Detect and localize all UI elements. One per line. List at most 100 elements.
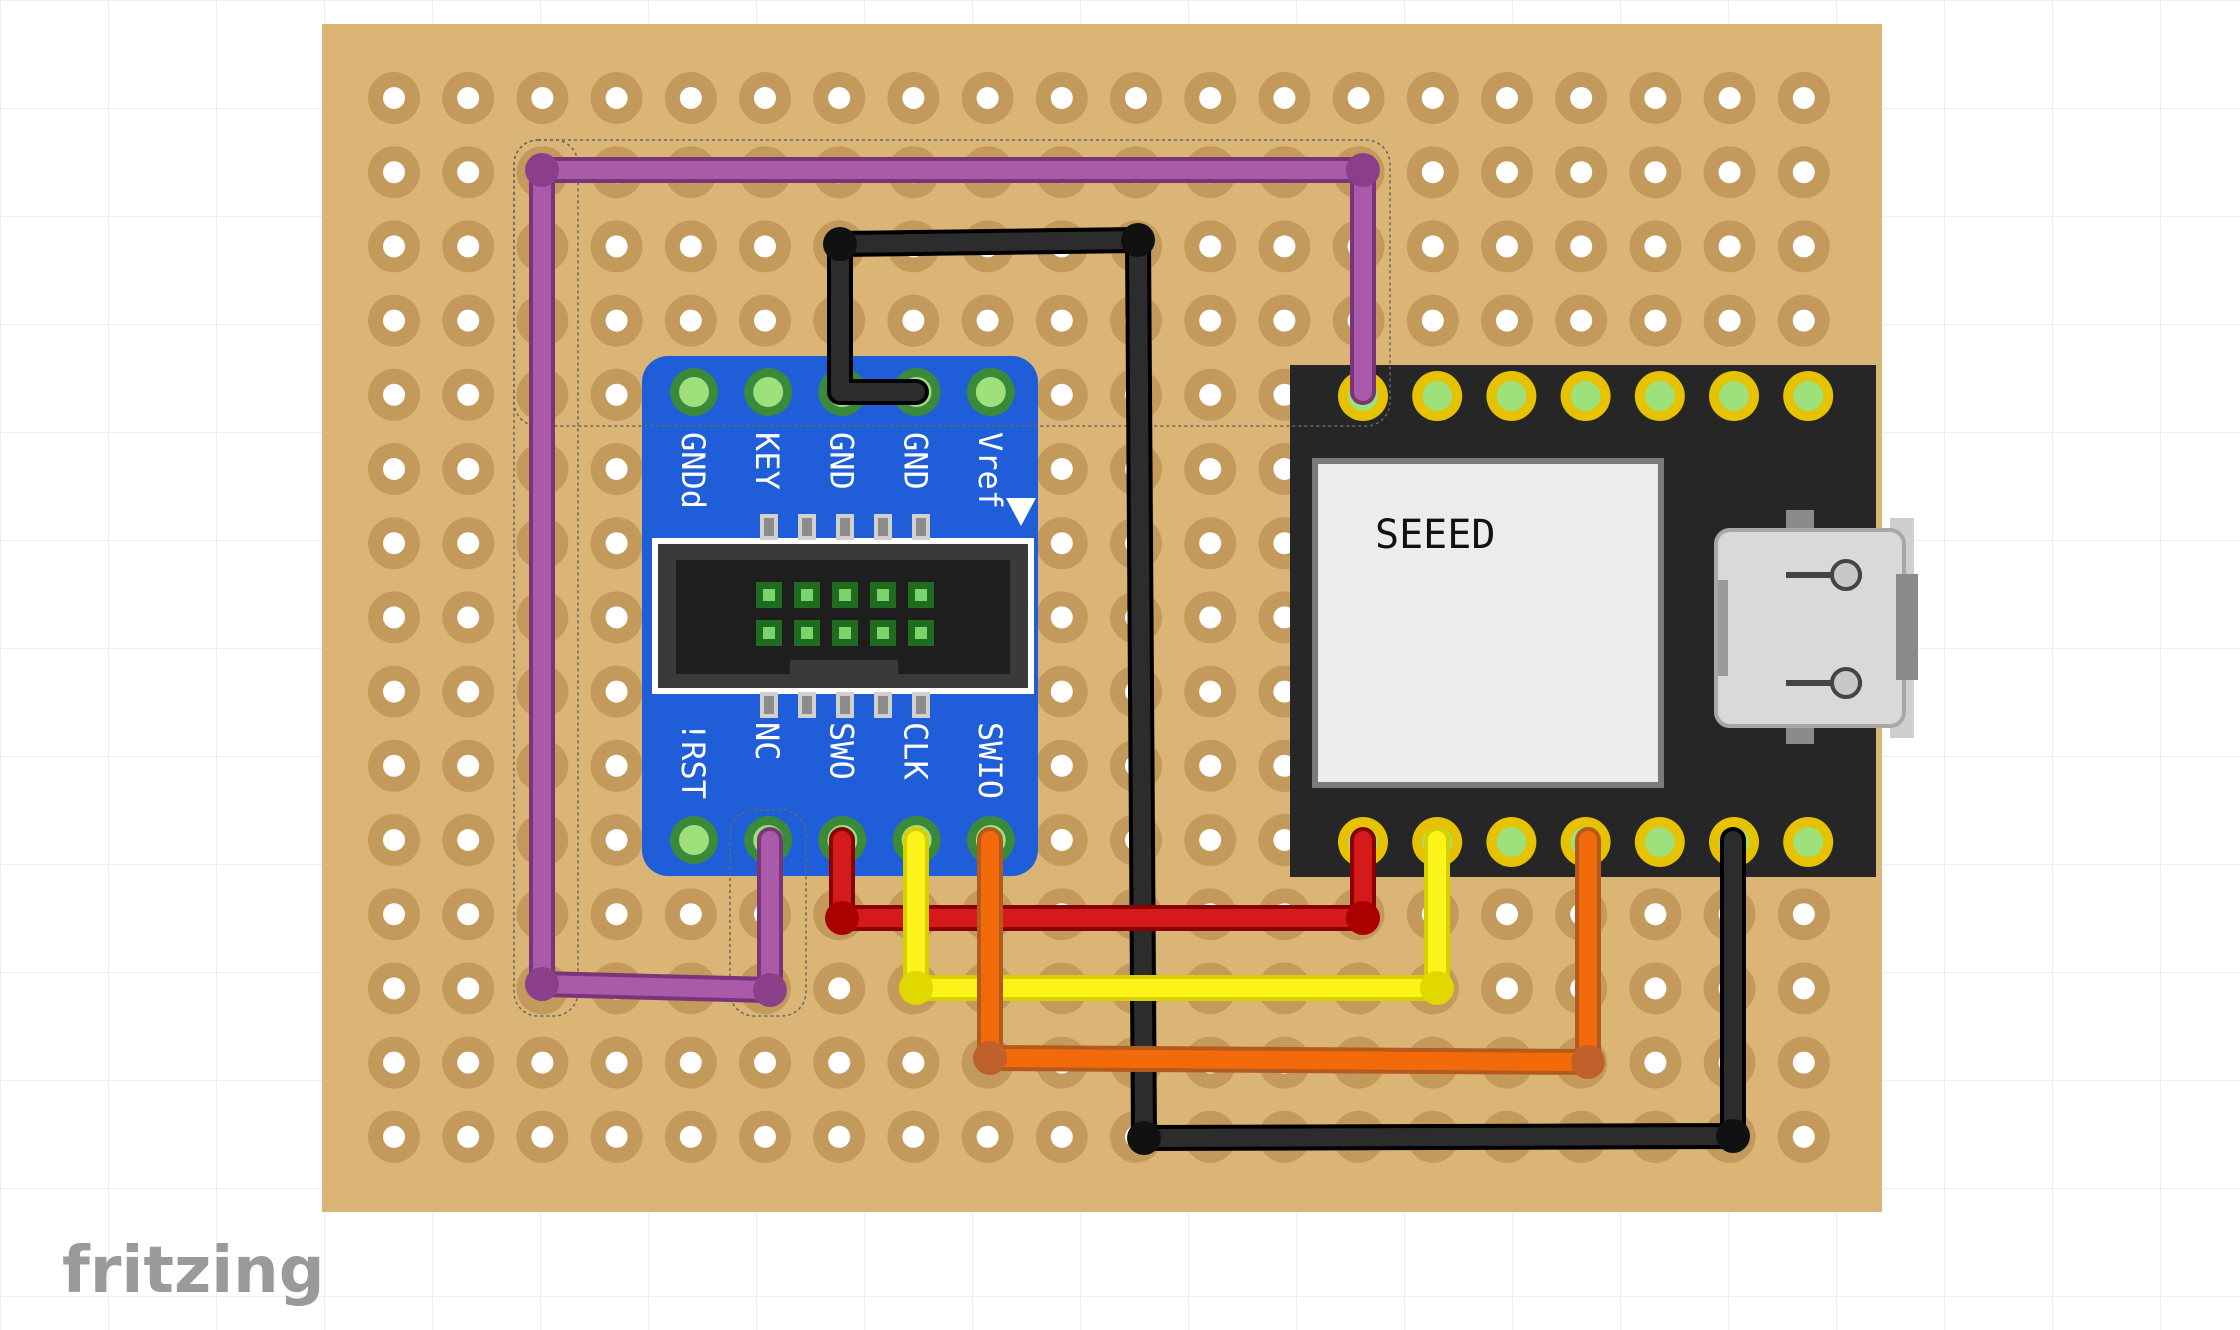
- perfboard-hole: [383, 309, 405, 332]
- perfboard-hole: [1050, 458, 1073, 480]
- breakout-top-label: Vref: [971, 432, 1009, 509]
- mcu-pin[interactable]: [1793, 827, 1824, 857]
- perfboard-hole: [383, 606, 405, 629]
- perfboard-hole: [828, 87, 851, 109]
- perfboard-hole: [457, 1125, 480, 1148]
- wire-yellow[interactable]: [903, 827, 1450, 1001]
- perfboard-hole: [1273, 680, 1296, 703]
- perfboard-hole: [679, 1051, 702, 1074]
- perfboard-hole: [976, 1125, 999, 1148]
- perfboard-hole: [679, 1125, 702, 1148]
- perfboard-hole: [1199, 754, 1222, 777]
- wire-endpoint[interactable]: [525, 153, 559, 187]
- mcu-shield: [1318, 464, 1658, 782]
- wire-endpoint[interactable]: [753, 973, 787, 1007]
- perfboard-hole: [383, 680, 405, 703]
- wire-orange[interactable]: [977, 827, 1601, 1075]
- perfboard-hole: [754, 1051, 776, 1074]
- perfboard-hole: [754, 87, 776, 109]
- wire-endpoint[interactable]: [973, 1041, 1007, 1075]
- wire-endpoint[interactable]: [1127, 1121, 1161, 1155]
- perfboard-hole: [1273, 754, 1296, 777]
- breakout-pin[interactable]: [975, 377, 1006, 407]
- perfboard-hole: [383, 532, 405, 555]
- perfboard-hole: [1792, 309, 1815, 332]
- perfboard-hole: [457, 754, 480, 777]
- perfboard-hole: [1199, 829, 1222, 851]
- wire-endpoint[interactable]: [1121, 223, 1155, 257]
- perfboard-hole: [828, 1125, 851, 1148]
- perfboard-hole: [457, 903, 480, 926]
- header-leg-inner: [840, 696, 850, 714]
- header-pin-tip: [877, 627, 889, 639]
- perfboard-hole: [605, 532, 628, 555]
- perfboard-hole: [605, 754, 628, 777]
- perfboard-hole: [1718, 235, 1741, 258]
- perfboard-hole: [457, 1051, 480, 1074]
- perfboard-hole: [383, 87, 405, 109]
- perfboard-hole: [1050, 754, 1073, 777]
- wire-endpoint[interactable]: [825, 901, 859, 935]
- perfboard-hole: [1496, 977, 1518, 1000]
- wire-endpoint[interactable]: [525, 967, 559, 1001]
- perfboard-hole: [1273, 829, 1296, 851]
- header-pin-tip: [839, 589, 851, 601]
- wire-red[interactable]: [829, 827, 1376, 931]
- breakout-pin[interactable]: [753, 377, 784, 407]
- perfboard-hole: [1125, 87, 1147, 109]
- perfboard-hole: [457, 383, 480, 406]
- perfboard-hole: [457, 235, 480, 258]
- perfboard-hole: [1199, 383, 1222, 406]
- perfboard-hole: [902, 1125, 925, 1148]
- wire-endpoint[interactable]: [823, 227, 857, 261]
- wire-endpoint[interactable]: [1571, 1045, 1605, 1079]
- fritzing-watermark: fritzing: [62, 1234, 325, 1308]
- perfboard-hole: [457, 977, 480, 1000]
- perfboard-hole: [976, 309, 999, 332]
- mcu-pin[interactable]: [1719, 381, 1749, 411]
- wire-endpoint[interactable]: [1346, 901, 1380, 935]
- mcu-pin[interactable]: [1570, 381, 1601, 411]
- wire-endpoint[interactable]: [1420, 971, 1454, 1005]
- perfboard-hole: [605, 235, 628, 258]
- perfboard-hole: [1273, 87, 1296, 109]
- mcu-pin[interactable]: [1644, 827, 1675, 857]
- mcu-pin[interactable]: [1422, 381, 1453, 411]
- perfboard-hole: [976, 87, 999, 109]
- mcu-label: SEEED: [1375, 512, 1495, 558]
- perfboard-hole: [902, 1051, 925, 1074]
- perfboard-hole: [1273, 235, 1296, 258]
- wire-endpoint[interactable]: [899, 971, 933, 1005]
- perfboard-hole: [531, 1125, 554, 1148]
- perfboard-hole: [605, 309, 628, 332]
- perfboard-hole: [383, 829, 405, 851]
- mcu-pin[interactable]: [1644, 381, 1675, 411]
- perfboard-hole: [1570, 87, 1593, 109]
- mcu-pin[interactable]: [1496, 381, 1527, 411]
- seeed-xiao-board[interactable]: SEEED: [1290, 365, 1918, 877]
- usb-c-connector[interactable]: [1714, 510, 1918, 744]
- perfboard-hole: [1199, 87, 1222, 109]
- perfboard-hole: [1273, 532, 1296, 555]
- mcu-pin[interactable]: [1793, 381, 1824, 411]
- header-pin-tip: [915, 627, 927, 639]
- perfboard-hole: [457, 87, 480, 109]
- perfboard-hole: [1050, 383, 1073, 406]
- breakout-pin[interactable]: [679, 825, 709, 855]
- perfboard-hole: [383, 1125, 405, 1148]
- selection-outline-nc: [729, 809, 807, 1017]
- mcu-pin[interactable]: [1496, 827, 1527, 857]
- perfboard-hole: [1273, 383, 1296, 406]
- perfboard-hole: [828, 977, 851, 1000]
- perfboard-hole: [605, 383, 628, 406]
- perfboard-hole: [1792, 87, 1815, 109]
- breakout-top-label: GND: [897, 432, 935, 490]
- breakout-pin[interactable]: [679, 377, 709, 407]
- perfboard-hole: [1496, 87, 1518, 109]
- perfboard-hole: [383, 458, 405, 480]
- perfboard-hole: [1718, 87, 1741, 109]
- breakout-bottom-label: NC: [748, 722, 786, 761]
- wire-endpoint[interactable]: [1716, 1119, 1750, 1153]
- wire-endpoint[interactable]: [1346, 153, 1380, 187]
